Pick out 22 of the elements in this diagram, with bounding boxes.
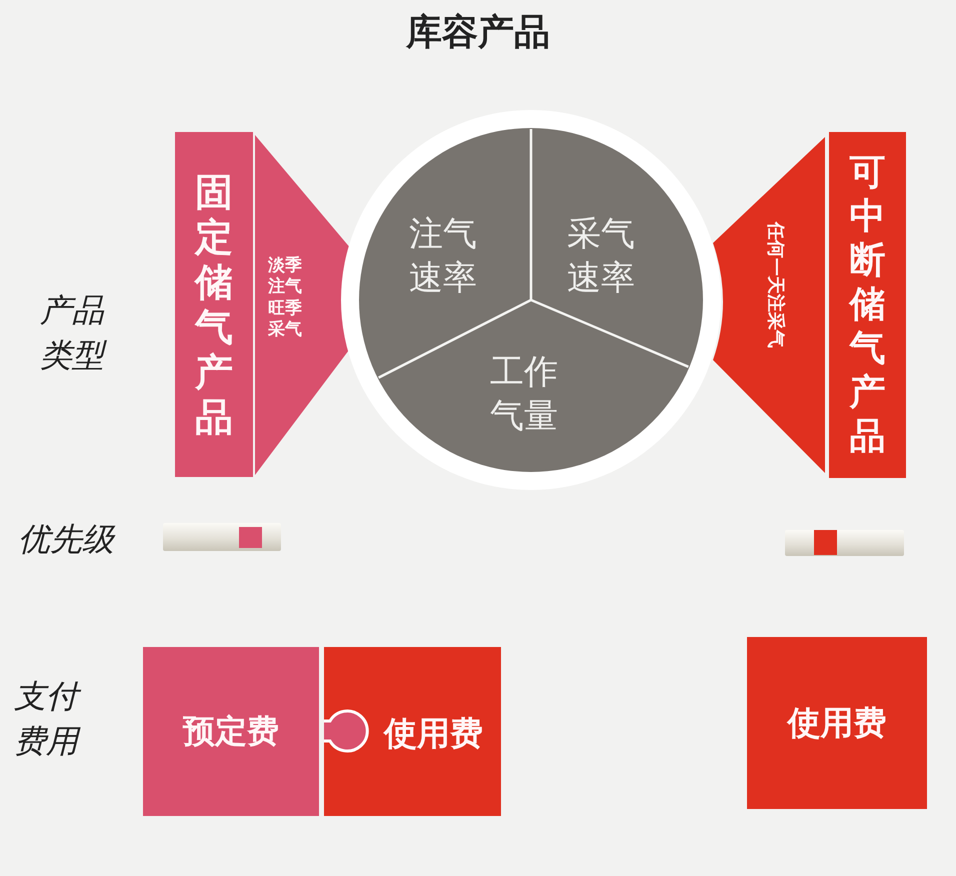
puzzle-piece [324, 647, 501, 816]
product-name: 可中断储气产品 [848, 151, 886, 459]
pointer-banner [255, 135, 352, 475]
fee-text: 预定费 [183, 714, 279, 750]
segment-label: 采气速率 [565, 212, 637, 302]
title: 库容产品 [406, 12, 550, 53]
product-name: 固定储气产品 [194, 170, 234, 440]
row-label: 支付费用 [14, 674, 80, 765]
product-box [829, 132, 906, 478]
banner-text: 任何一天注采气 [766, 222, 784, 348]
row-label: 优先级 [18, 519, 116, 560]
puzzle-piece [143, 647, 319, 816]
pie-circle [341, 110, 721, 490]
segment-label: 工作气量 [488, 350, 560, 440]
fee-box [747, 637, 927, 809]
fee-text: 使用费 [788, 704, 886, 742]
segment-label: 注气速率 [407, 212, 479, 302]
fee-text: 使用费 [384, 715, 483, 752]
pointer-banner [713, 137, 825, 473]
row-label: 产品类型 [40, 288, 106, 379]
product-box [175, 132, 253, 477]
banner-text: 淡季注气旺季采气 [268, 256, 303, 340]
